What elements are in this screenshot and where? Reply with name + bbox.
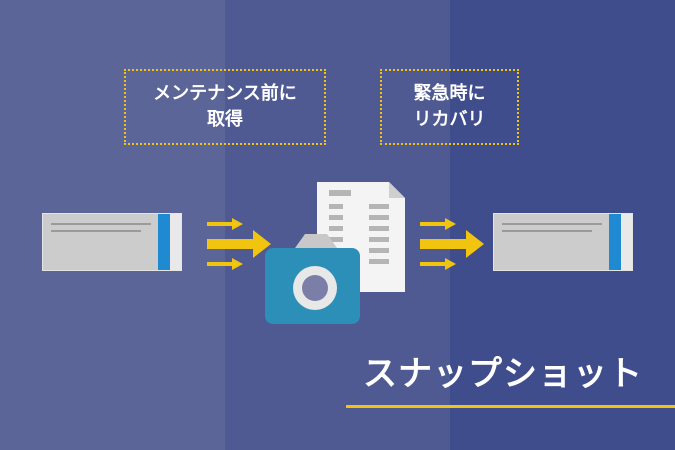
callout-left-line1: メンテナンス前に (153, 83, 297, 104)
double-arrow-icon (207, 218, 271, 270)
title-underline (346, 405, 675, 408)
callout-emergency-recovery: 緊急時に リカバリ (380, 69, 519, 145)
callout-left-line2: 取得 (207, 109, 243, 130)
double-arrow-icon (420, 218, 484, 270)
callout-right-line1: 緊急時に (413, 83, 486, 104)
diagram-title: スナップショット (363, 354, 643, 394)
server-icon (493, 213, 633, 271)
callout-before-maintenance: メンテナンス前に 取得 (124, 69, 326, 145)
camera-icon (265, 234, 360, 324)
callout-right-line2: リカバリ (413, 109, 486, 130)
server-icon (42, 213, 182, 271)
